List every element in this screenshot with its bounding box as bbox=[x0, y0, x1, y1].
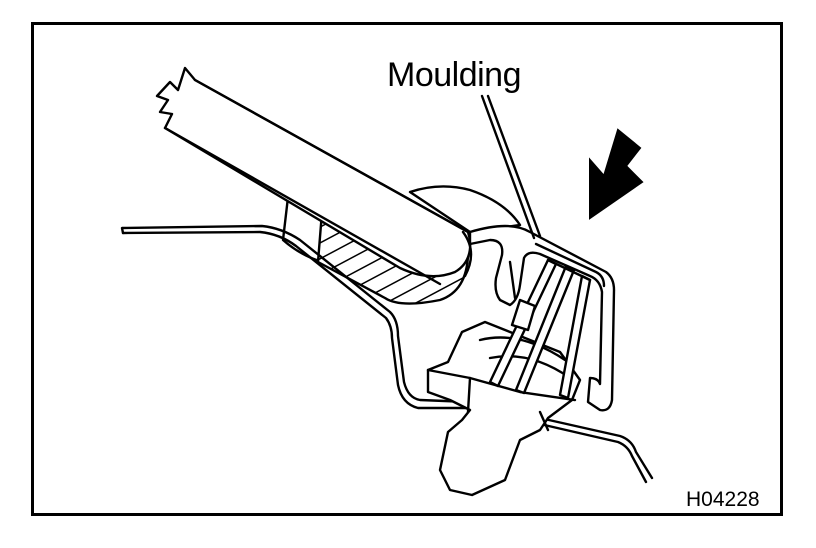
moulding-leader-line-2 bbox=[486, 94, 542, 238]
push-direction-arrow-icon bbox=[589, 128, 644, 220]
clip-legs bbox=[488, 258, 592, 400]
moulding-label: Moulding bbox=[387, 56, 521, 94]
flat-tool-icon bbox=[155, 66, 473, 286]
moulding-leader-line bbox=[480, 94, 536, 240]
figure-code: H04228 bbox=[686, 488, 760, 511]
body-panel bbox=[120, 224, 654, 484]
moulding-profile bbox=[468, 224, 616, 412]
